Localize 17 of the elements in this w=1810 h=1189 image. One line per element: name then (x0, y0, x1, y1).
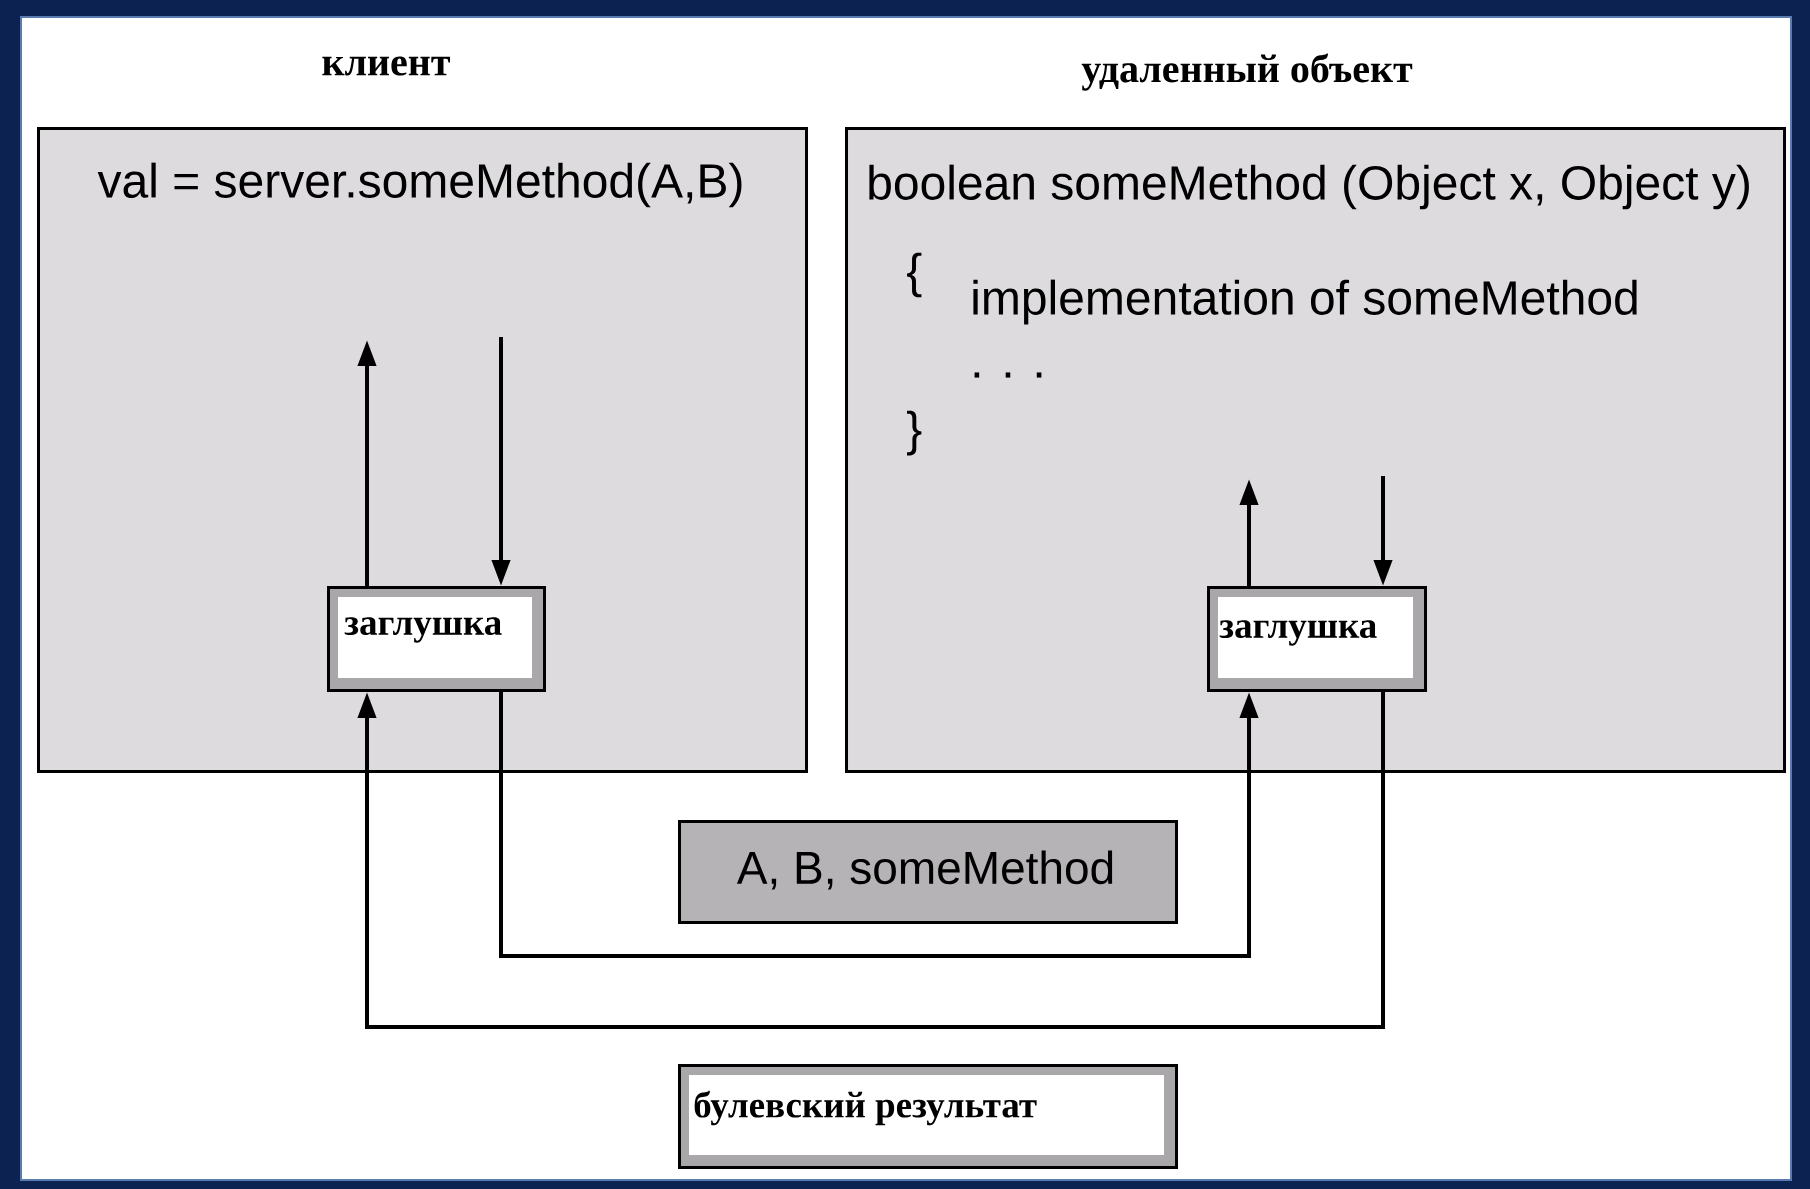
code-line: . . . (974, 372, 1042, 378)
panel-heading: удаленный объект (1081, 53, 1413, 91)
code-line: val = server.someMethod(A,B) (97, 162, 742, 208)
result-label: булевский результат (694, 1090, 1037, 1126)
stub-box (678, 1064, 1178, 1169)
stub-label: заглушка (344, 617, 502, 643)
panel-heading: клиент (322, 56, 450, 76)
stub-box (327, 586, 546, 692)
code-line: implementation of someMethod (973, 279, 1637, 325)
message-label: A, B, someMethod (736, 850, 1113, 890)
code-line: { (907, 252, 922, 298)
message-box (678, 820, 1178, 924)
code-line: boolean someMethod (Object x, Object y) (869, 164, 1749, 210)
arrow (357, 692, 1385, 1029)
stub-box (1207, 586, 1427, 692)
code-line: } (907, 410, 922, 456)
stub-label: заглушка (1219, 620, 1377, 646)
